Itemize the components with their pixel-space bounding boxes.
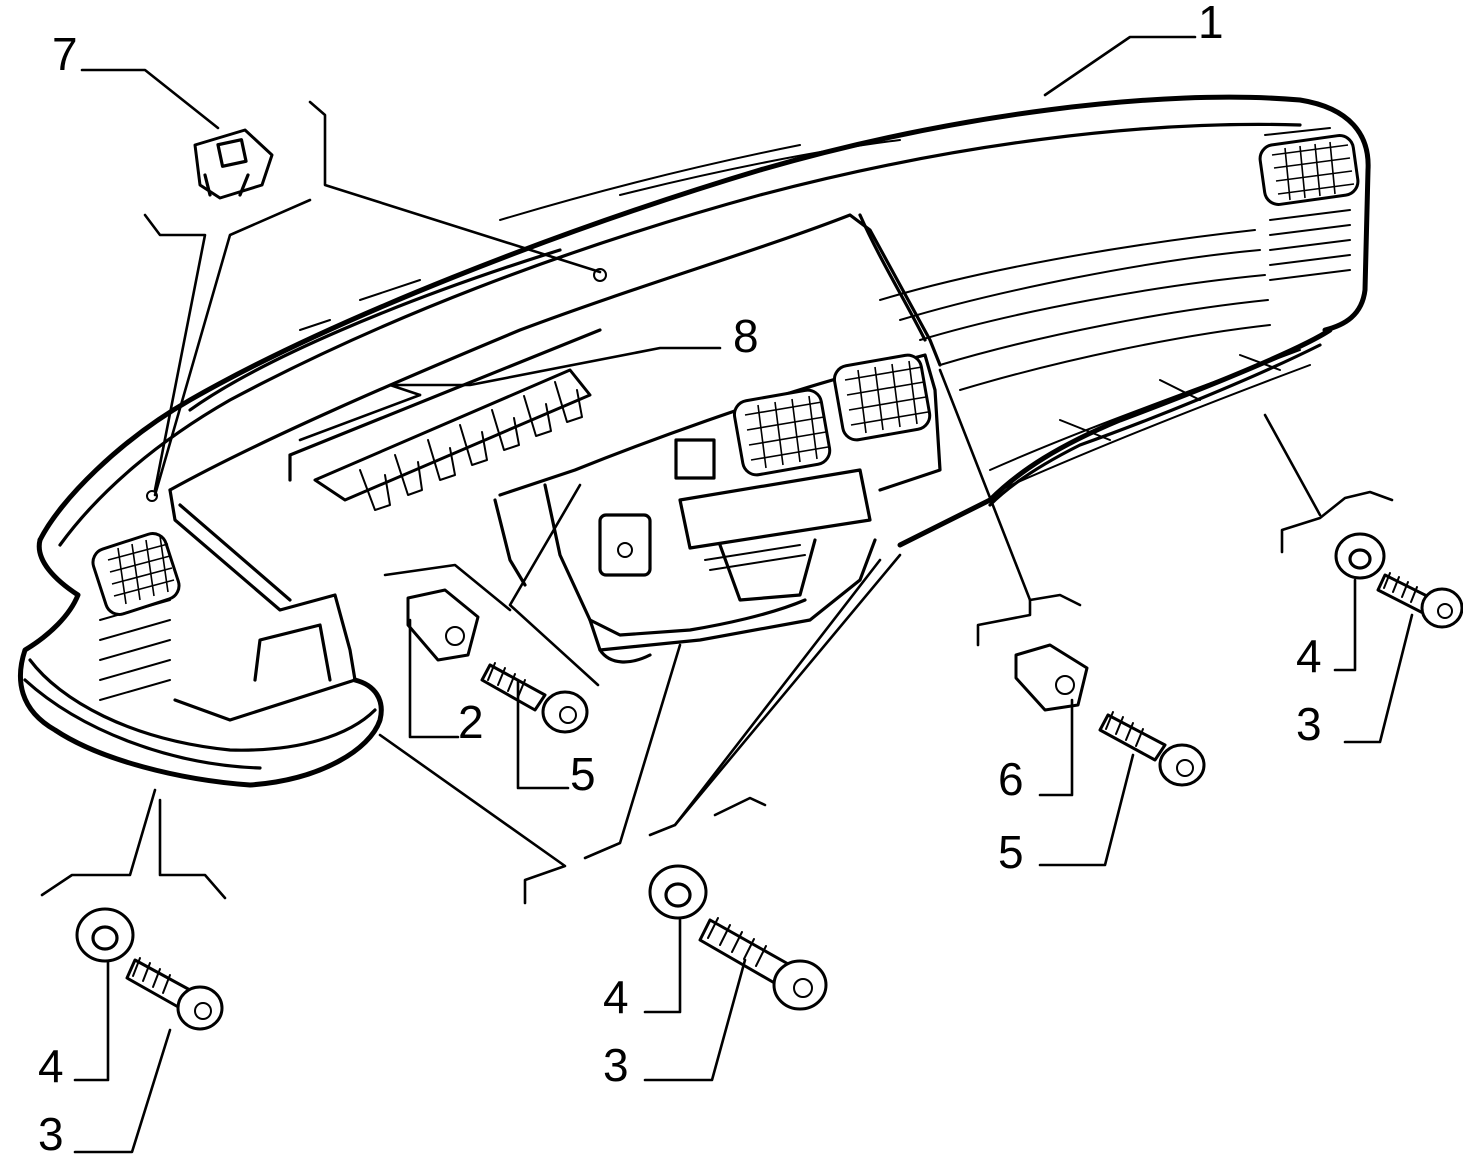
callout-6: 6 (998, 753, 1024, 805)
clip-nut (406, 588, 480, 662)
clip-strip (288, 328, 602, 511)
callout-8: 8 (733, 310, 759, 362)
callout-7: 7 (52, 28, 78, 80)
bolt-right (1376, 572, 1463, 629)
callout-3-right: 3 (1296, 698, 1322, 750)
screw (480, 662, 589, 734)
callout-4-right: 4 (1296, 630, 1322, 682)
screw-right (1098, 711, 1206, 787)
callout-1: 1 (1198, 0, 1224, 48)
callout-4-center: 4 (603, 971, 629, 1023)
callout-5: 5 (570, 748, 596, 800)
washer-center (648, 864, 708, 920)
callout-2: 2 (458, 696, 484, 748)
clip-nut-right (1014, 643, 1089, 712)
callout-3-left: 3 (38, 1108, 64, 1155)
callout-4-left: 4 (38, 1040, 64, 1092)
dashboard-panel (17, 94, 1371, 788)
washer-right (1334, 532, 1386, 580)
callout-labels: 1 7 8 2 5 6 5 4 3 4 3 4 3 (38, 0, 1322, 1155)
callout-3-center: 3 (603, 1039, 629, 1091)
callout-5-right: 5 (998, 826, 1024, 878)
bolt-center (698, 917, 828, 1011)
washer-left (75, 907, 135, 963)
bolt-left (125, 957, 224, 1031)
leader-lines (40, 35, 1414, 1154)
clip-part (193, 128, 274, 200)
